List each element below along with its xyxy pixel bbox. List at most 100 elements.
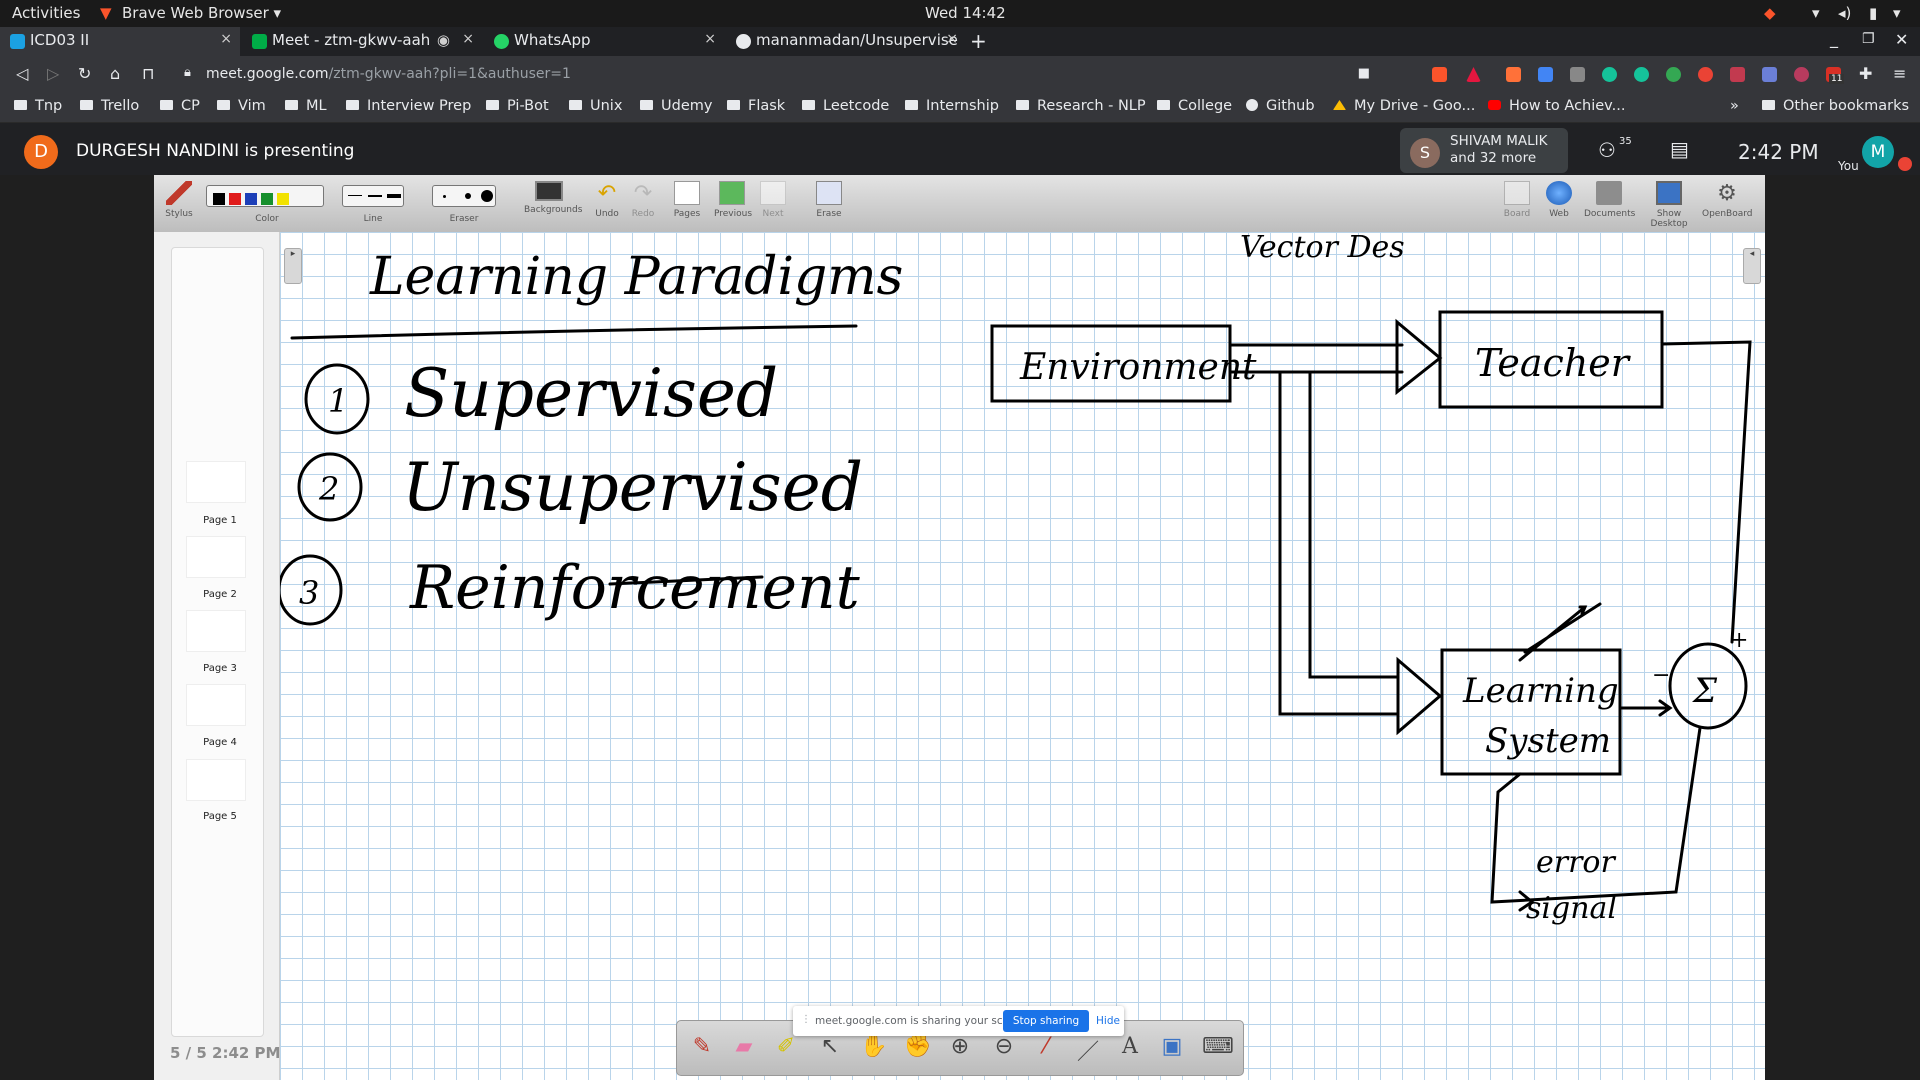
eraser-tool-icon[interactable]: ▰	[735, 1034, 753, 1059]
tool-previous[interactable]: Previous	[714, 181, 752, 219]
close-window-icon[interactable]: ✕	[1895, 30, 1909, 49]
new-tab-button[interactable]: +	[970, 29, 987, 53]
tool-web[interactable]: Web	[1544, 181, 1574, 219]
hide-banner-button[interactable]: Hide	[1096, 1015, 1120, 1027]
close-tab-icon[interactable]: ×	[220, 31, 232, 47]
keyboard-icon[interactable]: ⌨	[1202, 1034, 1234, 1059]
battery-icon[interactable]: ▮	[1869, 4, 1878, 22]
grab-tool-icon[interactable]: ✊	[904, 1034, 932, 1059]
bookmark-flask[interactable]: Flask	[727, 98, 785, 114]
tab-github[interactable]: mananmadan/Unsupervise ×	[726, 27, 966, 56]
brave-shields-icon[interactable]	[1432, 67, 1447, 82]
bookmark-github[interactable]: Github	[1246, 98, 1315, 114]
tool-pages[interactable]: Pages	[672, 181, 702, 219]
bookmark-trello[interactable]: Trello	[80, 98, 139, 114]
translate-icon[interactable]	[1538, 67, 1553, 82]
drag-handle-icon[interactable]: ⋮	[801, 1014, 811, 1025]
extension-1-icon[interactable]	[1506, 67, 1521, 82]
bookmark-pi-bot[interactable]: Pi-Bot	[486, 98, 549, 114]
tab-meet[interactable]: Meet - ztm-gkwv-aah ◉ ×	[242, 27, 482, 56]
page-thumbnail-2[interactable]	[186, 536, 246, 578]
page-thumbnail-1[interactable]	[186, 461, 246, 503]
laser-pointer-icon[interactable]: ⁄	[1044, 1034, 1048, 1059]
tool-erase[interactable]: Erase	[814, 181, 844, 219]
app-menu[interactable]: Brave Web Browser ▾	[122, 4, 282, 22]
wifi-icon[interactable]: ▾	[1812, 4, 1820, 22]
maximize-icon[interactable]: ❐	[1862, 31, 1875, 47]
line-tool-icon[interactable]: ／	[1076, 1040, 1099, 1065]
tool-undo[interactable]: ↶Undo	[595, 181, 619, 219]
tool-board[interactable]: Board	[1502, 181, 1532, 219]
marker-tool-icon[interactable]: ✐	[776, 1034, 796, 1059]
tool-stylus[interactable]: Stylus	[162, 181, 196, 219]
extension-plus-icon[interactable]	[1666, 67, 1681, 82]
camera-icon[interactable]: ■	[1357, 66, 1370, 81]
close-tab-icon[interactable]: ×	[946, 31, 958, 47]
eraser-size-group[interactable]	[432, 185, 496, 207]
bookmark-youtube[interactable]: How to Achiev...	[1488, 98, 1625, 114]
color-palette[interactable]	[206, 185, 324, 207]
bookmark-page-icon[interactable]: ⊓	[142, 64, 155, 83]
system-menu-icon[interactable]: ▾	[1893, 4, 1901, 22]
line-width-group[interactable]	[342, 185, 404, 207]
tool-next[interactable]: Next	[758, 181, 788, 219]
close-tab-icon[interactable]: ×	[462, 31, 474, 47]
home-icon[interactable]: ⌂	[110, 64, 121, 83]
collapse-right-panel[interactable]: ◂	[1743, 248, 1761, 284]
self-avatar[interactable]: M	[1862, 136, 1894, 168]
bookmark-unix[interactable]: Unix	[569, 98, 622, 114]
bookmark-cp[interactable]: CP	[160, 98, 200, 114]
minimize-icon[interactable]: _	[1830, 29, 1838, 48]
stop-sharing-button[interactable]: Stop sharing	[1003, 1010, 1089, 1032]
extension-gamepad-icon[interactable]	[1762, 67, 1777, 82]
chat-icon[interactable]: ▤	[1670, 137, 1689, 161]
tab-whatsapp[interactable]: WhatsApp ×	[484, 27, 724, 56]
color-black[interactable]	[213, 193, 225, 205]
bookmark-vim[interactable]: Vim	[217, 98, 266, 114]
back-icon[interactable]: ◁	[16, 64, 29, 83]
grammarly-icon[interactable]	[1602, 67, 1617, 82]
bookmark-my-drive[interactable]: My Drive - Goo...	[1333, 98, 1475, 114]
bookmark-internship[interactable]: Internship	[905, 98, 999, 114]
tab-icd03[interactable]: ICD03 II ×	[0, 27, 240, 56]
bookmark-college[interactable]: College	[1157, 98, 1232, 114]
reload-icon[interactable]: ↻	[78, 64, 92, 83]
bookmark-tnp[interactable]: Tnp	[14, 98, 62, 114]
page-thumbnail-5[interactable]	[186, 759, 246, 801]
bookmark-udemy[interactable]: Udemy	[640, 98, 712, 114]
extension-3-icon[interactable]	[1570, 67, 1585, 82]
page-thumbnail-4[interactable]	[186, 684, 246, 726]
address-bar[interactable]: 🔒︎ meet.google.com/ztm-gkwv-aah?pli=1&au…	[172, 62, 1382, 87]
volume-icon[interactable]: ◂)	[1838, 4, 1852, 22]
color-red[interactable]	[229, 193, 241, 205]
whiteboard-canvas[interactable]: Learning Paradigms 1 Supervised 2 Unsupe…	[280, 232, 1765, 1080]
activities-button[interactable]: Activities	[12, 4, 81, 22]
color-blue[interactable]	[245, 193, 257, 205]
text-tool-icon[interactable]: A	[1122, 1034, 1138, 1059]
shield-icon[interactable]	[1730, 67, 1745, 82]
zoom-in-icon[interactable]: ⊕	[950, 1034, 970, 1059]
brave-rewards-icon[interactable]	[1466, 67, 1481, 82]
hand-tool-icon[interactable]: ✋	[860, 1034, 888, 1059]
capture-tool-icon[interactable]: ▣	[1161, 1034, 1183, 1059]
forward-icon[interactable]: ▷	[47, 64, 60, 83]
tool-backgrounds[interactable]: Backgrounds	[524, 181, 582, 215]
people-icon[interactable]: ⚇	[1598, 138, 1616, 162]
tool-openboard-menu[interactable]: ⚙OpenBoard	[1702, 181, 1753, 219]
color-yellow[interactable]	[277, 193, 289, 205]
close-tab-icon[interactable]: ×	[704, 31, 716, 47]
bookmark-ml[interactable]: ML	[285, 98, 327, 114]
tool-documents[interactable]: Documents	[1584, 181, 1635, 219]
page-thumbnail-3[interactable]	[186, 610, 246, 652]
grammarly-2-icon[interactable]	[1634, 67, 1649, 82]
puzzle-icon[interactable]: ✚	[1859, 64, 1873, 83]
tool-show-desktop[interactable]: Show Desktop	[1638, 181, 1700, 229]
tool-redo[interactable]: ↷Redo	[631, 181, 655, 219]
record-icon[interactable]	[1794, 67, 1809, 82]
pen-tool-icon[interactable]: ✎	[692, 1034, 712, 1059]
color-green[interactable]	[261, 193, 273, 205]
system-clock[interactable]: Wed 14:42	[925, 4, 1006, 22]
alarm-icon[interactable]	[1698, 67, 1713, 82]
bookmark-interview-prep[interactable]: Interview Prep	[346, 98, 471, 114]
zoom-out-icon[interactable]: ⊖	[994, 1034, 1014, 1059]
